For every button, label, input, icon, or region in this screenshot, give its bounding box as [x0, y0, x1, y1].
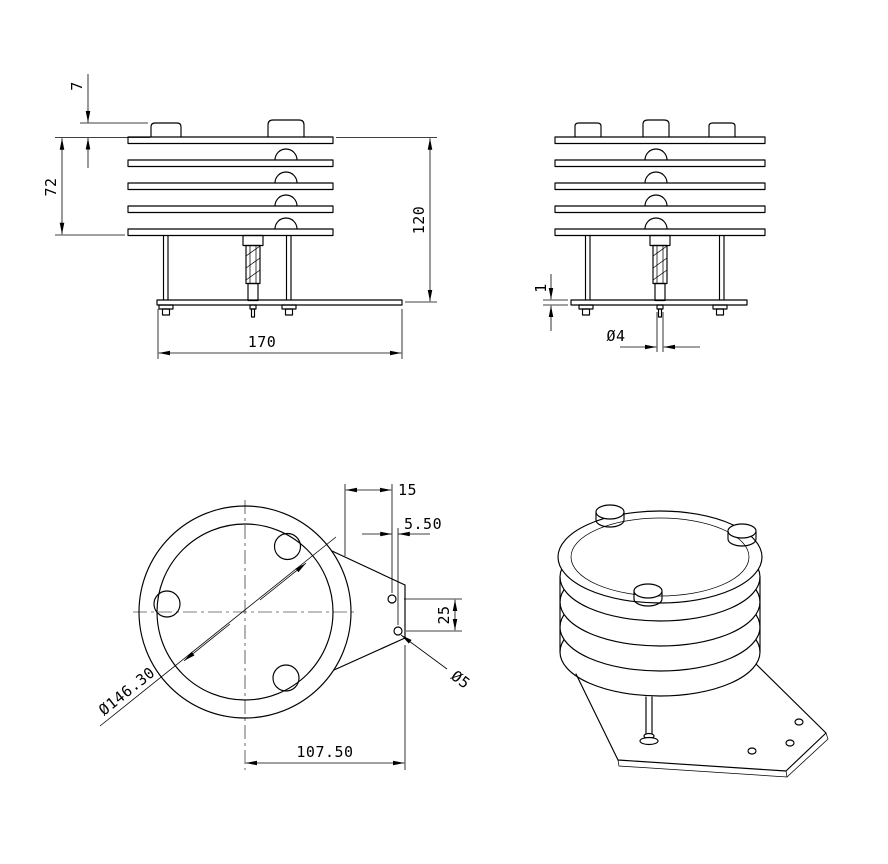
side-louver-stack [554, 136, 766, 237]
front-view: 7 72 120 170 [42, 74, 437, 359]
front-louver-stack [127, 136, 334, 237]
side-dimension-plate-thickness: 1 [532, 274, 568, 331]
bottom-dimension-tab-offset: 15 [344, 481, 417, 593]
dim-cap-height-label: 7 [68, 81, 86, 91]
bottom-dimension-bolt-circle: Ø146.30 [95, 536, 337, 727]
dim-tab-offset-label: 15 [398, 481, 417, 499]
front-dimension-louver-height: 72 [42, 138, 125, 236]
front-mounting-caps [150, 119, 305, 138]
isometric-view [557, 504, 829, 778]
front-base-plate [156, 299, 403, 318]
dim-louver-height-label: 72 [42, 177, 60, 196]
front-dimension-cap-height: 7 [55, 74, 150, 168]
front-support-legs [162, 234, 292, 301]
bottom-dimension-hole-diameter: Ø5 [400, 634, 474, 693]
dim-bolt-diameter-label: Ø4 [606, 327, 625, 345]
dim-plate-thickness-label: 1 [532, 283, 550, 293]
side-dimension-bolt-diameter: Ø4 [606, 312, 700, 352]
mount-hole [272, 664, 300, 692]
bottom-dimension-tab-length: 107.50 [245, 645, 406, 770]
side-sensor-connector [649, 234, 671, 302]
iso-base-plate [575, 663, 829, 778]
side-view: 1 Ø4 [532, 119, 766, 352]
front-sensor-connector [242, 234, 264, 302]
side-base-plate [570, 299, 748, 318]
front-dimension-base-length: 170 [157, 309, 403, 359]
dim-tab-length-label: 107.50 [296, 743, 353, 761]
mount-hole [273, 532, 302, 561]
front-dimension-overall-height: 120 [336, 137, 437, 303]
side-mounting-caps [574, 119, 736, 138]
mount-hole [153, 590, 181, 618]
bottom-base-plate [133, 500, 406, 770]
dim-bolt-circle-label: Ø146.30 [95, 663, 158, 719]
iso-louver-stack [557, 510, 763, 697]
dim-overall-height-label: 120 [410, 206, 428, 235]
iso-top-caps [595, 504, 757, 607]
bottom-view: Ø146.30 15 5.50 25 Ø5 107.50 [95, 481, 474, 770]
tab-hole [393, 626, 403, 636]
dim-hole-diameter-label: Ø5 [448, 667, 474, 693]
bottom-dimension-hole-offset: 5.50 [362, 515, 442, 625]
bottom-dimension-hole-spacing: 25 [404, 598, 462, 632]
dim-hole-spacing-label: 25 [435, 605, 453, 624]
side-support-legs [584, 234, 725, 301]
iso-center-rod [639, 696, 659, 746]
dim-base-length-label: 170 [248, 333, 277, 351]
tab-hole [387, 594, 397, 604]
dim-hole-offset-label: 5.50 [404, 515, 442, 533]
